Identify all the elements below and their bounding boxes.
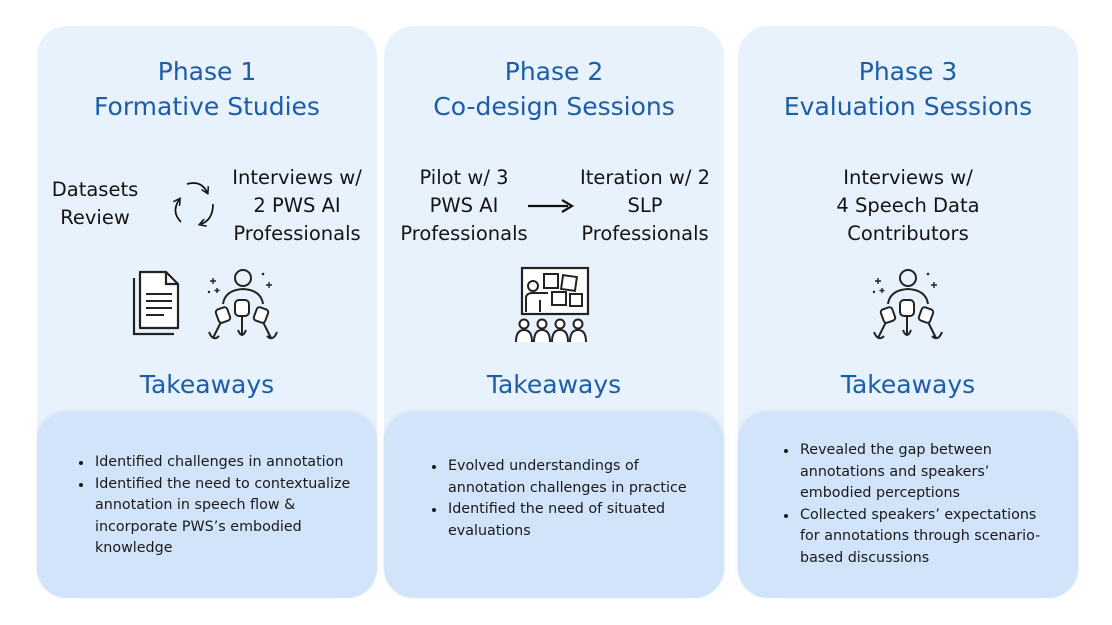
iteration-slp-line: SLP <box>627 194 663 217</box>
pilot-pws-line: Professionals <box>400 222 528 245</box>
interviews-pws-label: Interviews w/ 2 PWS AI Professionals <box>227 164 367 248</box>
iteration-slp-label: Iteration w/ 2 SLP Professionals <box>572 164 718 248</box>
phase-2-name: Co-design Sessions <box>433 92 675 121</box>
takeaway-item: Collected speakers’ expectations for ann… <box>798 505 1060 570</box>
phase-1-takeaways-title: Takeaways <box>139 370 275 399</box>
pilot-pws-line: PWS AI <box>429 194 499 217</box>
phase-3-takeaways-title: Takeaways <box>840 370 976 399</box>
phase-2-panel: Phase 2 Co-design Sessions Pilot w/ 3 PW… <box>384 26 724 598</box>
pilot-pws-label: Pilot w/ 3 PWS AI Professionals <box>394 164 534 248</box>
datasets-review-line: Datasets <box>51 178 139 201</box>
phase-3-takeaways-list: Revealed the gap between annotations and… <box>780 440 1060 569</box>
interview-microphones-icon <box>872 269 943 340</box>
phase-1-panel: Phase 1 Formative Studies Datasets Revie… <box>37 26 377 598</box>
phase-2-takeaways-box: Evolved understandings of annotation cha… <box>384 412 724 598</box>
iteration-slp-line: Iteration w/ 2 <box>579 166 711 189</box>
takeaway-item: Identified the need to contextualize ann… <box>93 474 355 560</box>
interviews-contributors-line: 4 Speech Data <box>836 194 980 217</box>
phase-2-number: Phase 2 <box>504 57 604 86</box>
phase-3-number: Phase 3 <box>858 57 958 86</box>
document-icon <box>132 270 180 336</box>
phase-2-takeaways-list: Evolved understandings of annotation cha… <box>428 456 696 542</box>
phase-1-takeaways-box: Identified challenges in annotation Iden… <box>37 412 377 598</box>
phase-2-title: Phase 2 Co-design Sessions <box>384 54 724 124</box>
phase-1-number: Phase 1 <box>157 57 257 86</box>
workshop-board-icon <box>515 266 590 343</box>
interviews-pws-line: Professionals <box>233 222 361 245</box>
interview-microphones-icon <box>207 269 278 340</box>
datasets-review-label: Datasets Review <box>51 176 139 232</box>
interviews-contributors-line: Interviews w/ <box>843 166 973 189</box>
phase-3-title: Phase 3 Evaluation Sessions <box>738 54 1078 124</box>
takeaway-item: Evolved understandings of annotation cha… <box>446 456 696 499</box>
interviews-pws-line: 2 PWS AI <box>253 194 341 217</box>
pilot-pws-line: Pilot w/ 3 <box>419 166 509 189</box>
phase-1-title: Phase 1 Formative Studies <box>37 54 377 124</box>
takeaway-item: Identified the need of situated evaluati… <box>446 499 696 542</box>
datasets-review-line: Review <box>60 206 130 229</box>
phase-3-name: Evaluation Sessions <box>783 92 1033 121</box>
interviews-pws-line: Interviews w/ <box>232 166 362 189</box>
right-arrow-icon <box>528 199 575 213</box>
cycle-arrows-icon <box>167 182 214 230</box>
takeaway-item: Revealed the gap between annotations and… <box>798 440 1060 505</box>
interviews-contributors-label: Interviews w/ 4 Speech Data Contributors <box>818 164 998 248</box>
phase-2-takeaways-title: Takeaways <box>486 370 622 399</box>
interviews-contributors-line: Contributors <box>847 222 969 245</box>
phase-1-name: Formative Studies <box>94 92 320 121</box>
phase-3-takeaways-box: Revealed the gap between annotations and… <box>738 412 1078 598</box>
takeaway-item: Identified challenges in annotation <box>93 452 355 474</box>
iteration-slp-line: Professionals <box>581 222 709 245</box>
phase-3-panel: Phase 3 Evaluation Sessions Interviews w… <box>738 26 1078 598</box>
phase-1-takeaways-list: Identified challenges in annotation Iden… <box>75 452 355 560</box>
